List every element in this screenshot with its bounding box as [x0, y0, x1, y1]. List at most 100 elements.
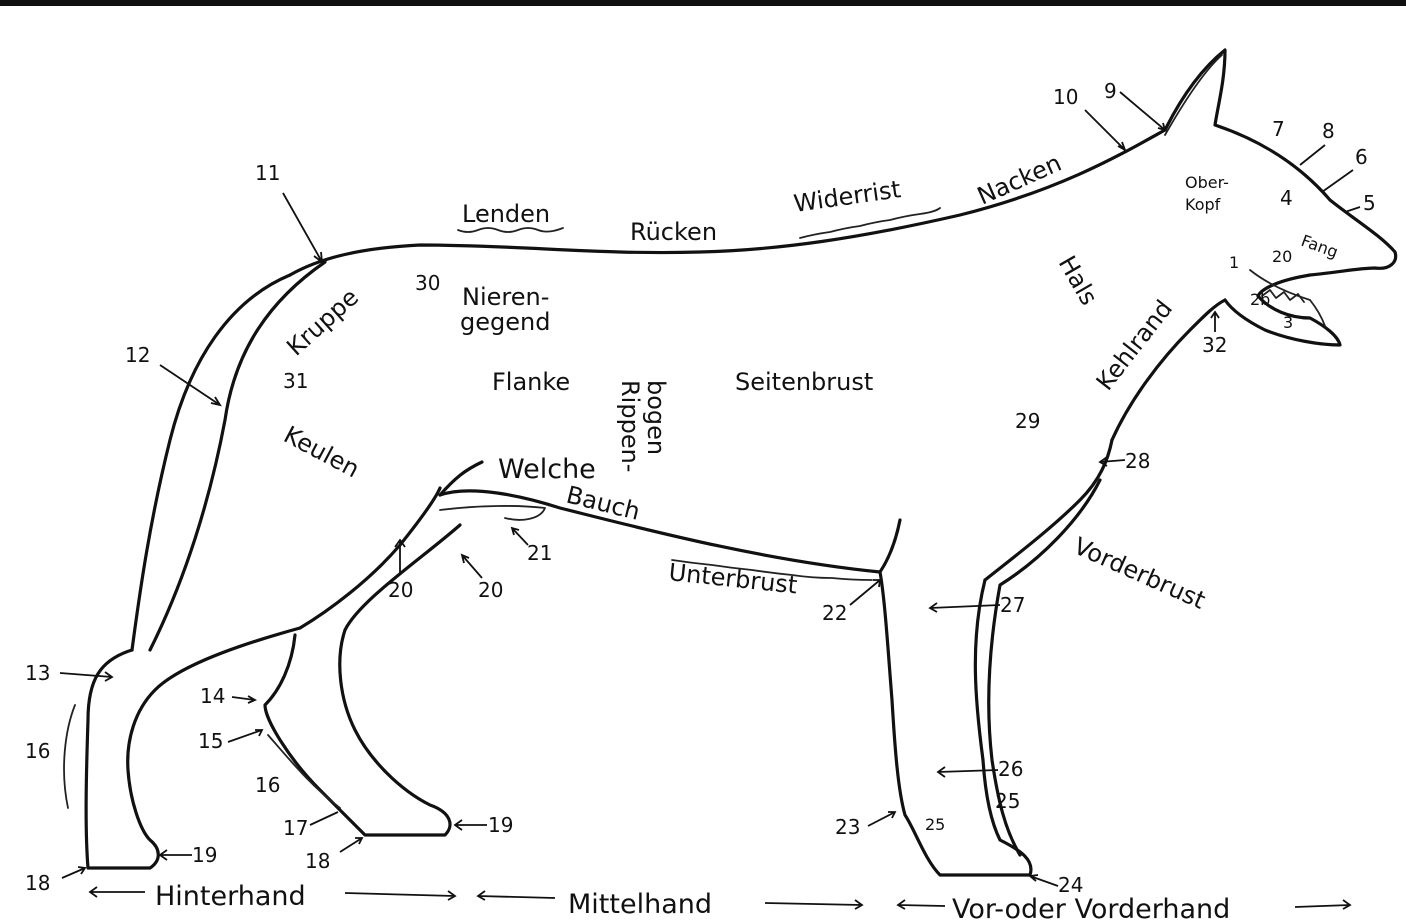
num-3: 3	[1283, 313, 1293, 332]
num-19a: 19	[488, 813, 513, 837]
label-lenden: Lenden	[462, 200, 550, 228]
label-widerrist: Widerrist	[792, 175, 903, 218]
hind-leg-2	[265, 525, 460, 835]
num-16a: 16	[25, 739, 50, 763]
label-hals: Hals	[1053, 251, 1103, 310]
num-25a: 25	[995, 789, 1020, 813]
belly-line	[440, 491, 880, 572]
label-welche: Welche	[498, 454, 596, 485]
num-18a: 18	[305, 849, 330, 873]
lenden-brace	[458, 228, 563, 232]
num-20-head: 20	[1272, 247, 1292, 266]
topline-labels: Lenden Rücken Widerrist Nacken	[458, 149, 1066, 246]
arrow-hinterhand-left	[90, 887, 145, 897]
label-kopf: Kopf	[1185, 195, 1221, 214]
arrow-28	[1100, 457, 1125, 466]
num-15: 15	[198, 729, 223, 753]
arrow-32	[1211, 312, 1219, 332]
head-labels: Ober- Kopf Fang Hals Kehlrand	[1053, 173, 1341, 396]
num-10: 10	[1053, 85, 1078, 109]
num-11: 11	[255, 161, 280, 185]
num-4: 4	[1280, 186, 1293, 210]
label-keulen: Keulen	[279, 421, 364, 484]
arrow-21	[512, 528, 528, 545]
arrow-11	[283, 193, 322, 262]
arrow-14	[232, 696, 255, 703]
label-fang: Fang	[1299, 231, 1341, 262]
arrow-23	[868, 812, 895, 826]
num-8: 8	[1322, 119, 1335, 143]
arrow-6	[1322, 170, 1353, 192]
arrow-17	[310, 812, 338, 825]
arrow-15	[228, 730, 262, 742]
label-kruppe: Kruppe	[281, 283, 364, 361]
num-14: 14	[200, 684, 225, 708]
label-ober: Ober-	[1185, 173, 1229, 192]
num-13: 13	[25, 661, 50, 685]
num-25b: 25	[925, 815, 945, 834]
num-31: 31	[283, 369, 308, 393]
label-mittelhand: Mittelhand	[568, 889, 712, 920]
num-22: 22	[822, 601, 847, 625]
arrow-10	[1085, 110, 1125, 150]
label-flanke: Flanke	[492, 368, 570, 396]
label-vorderbrust: Vorderbrust	[1070, 532, 1210, 615]
region-labels: Hinterhand Mittelhand Vor-oder Vorderhan…	[90, 881, 1350, 924]
label-gegend: gegend	[460, 308, 550, 336]
label-ruecken: Rücken	[630, 218, 717, 246]
number-labels: 10 9 7 8 6 5 4 1 20 2b 3 32 11 30 12 31 …	[25, 79, 1376, 897]
thigh-line	[150, 262, 325, 650]
arrow-vorderhand-right	[1295, 900, 1350, 909]
rump-back-edge	[132, 275, 290, 650]
num-9: 9	[1104, 79, 1117, 103]
num-6: 6	[1355, 145, 1368, 169]
groin-fold	[440, 506, 545, 520]
num-23: 23	[835, 815, 860, 839]
hock-line-16	[64, 705, 75, 808]
arrow-18a	[340, 838, 362, 852]
num-20a: 20	[388, 578, 413, 602]
ear-inner	[1165, 55, 1222, 135]
arrow-8	[1300, 145, 1325, 165]
num-30: 30	[415, 271, 440, 295]
arrow-5	[1345, 207, 1360, 212]
num-26: 26	[998, 757, 1023, 781]
num-32: 32	[1202, 333, 1227, 357]
arrow-hinterhand-right	[345, 891, 455, 900]
num-12: 12	[125, 343, 150, 367]
num-28: 28	[1125, 449, 1150, 473]
label-kehlrand: Kehlrand	[1091, 295, 1178, 396]
num-1: 1	[1229, 253, 1239, 272]
label-nieren: Nieren-	[462, 283, 549, 311]
elbow-line	[880, 520, 1031, 875]
num-27: 27	[1000, 593, 1025, 617]
arrow-18b	[62, 867, 85, 878]
arrow-mittelhand-right	[765, 900, 862, 909]
arrow-9	[1120, 92, 1165, 130]
num-18b: 18	[25, 871, 50, 895]
num-21: 21	[527, 541, 552, 565]
num-20b: 20	[478, 578, 503, 602]
label-seitenbrust: Seitenbrust	[735, 368, 873, 396]
label-nacken: Nacken	[973, 149, 1066, 211]
num-17: 17	[283, 816, 308, 840]
label-hinterhand: Hinterhand	[155, 881, 306, 912]
arrow-24	[1030, 875, 1058, 886]
arrow-12	[160, 365, 220, 405]
arrow-19a	[455, 820, 487, 830]
label-vorderhand: Vor-oder Vorderhand	[952, 894, 1230, 924]
arrow-27	[930, 603, 1000, 612]
arrow-vorderhand-left	[898, 900, 945, 909]
arrow-19b	[160, 850, 192, 860]
body-labels: Kruppe Nieren- gegend Flanke Rippen- bog…	[279, 283, 1209, 615]
label-bogen-text: bogen	[642, 380, 670, 455]
num-29: 29	[1015, 409, 1040, 433]
num-16b: 16	[255, 773, 280, 797]
num-2b: 2b	[1250, 290, 1270, 309]
arrow-mittelhand-left	[478, 891, 555, 900]
num-19b: 19	[192, 843, 217, 867]
arrow-20b	[462, 555, 482, 578]
label-unterbrust: Unterbrust	[667, 558, 798, 599]
label-rippen-text: Rippen-	[616, 380, 644, 472]
